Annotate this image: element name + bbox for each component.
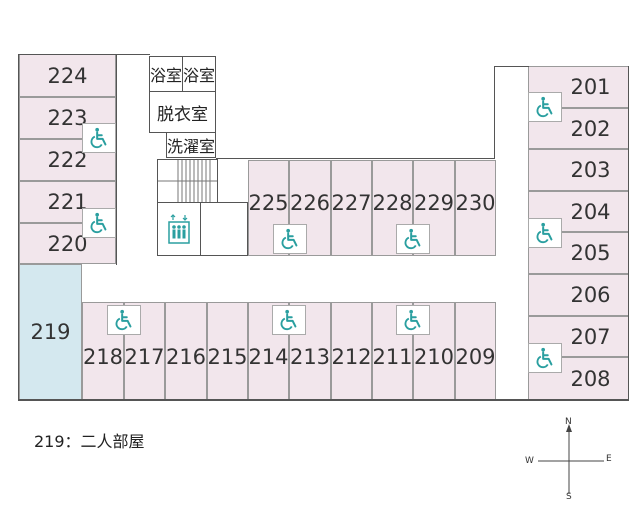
- wheelchair-icon: [90, 212, 107, 234]
- room-218[interactable]: 218: [82, 302, 124, 400]
- wall-bottom: [19, 399, 629, 401]
- wall-notch-left: [494, 66, 495, 159]
- compass-north: N: [565, 417, 572, 427]
- wall-upper-corridor: [216, 158, 494, 159]
- accessible-marker-218: [107, 305, 141, 335]
- stairs: [157, 159, 218, 203]
- room-212[interactable]: 212: [331, 302, 372, 400]
- wheelchair-icon: [115, 309, 132, 331]
- room-209[interactable]: 209: [455, 302, 496, 400]
- elevator-shaft: [200, 202, 248, 256]
- room-215[interactable]: 215: [207, 302, 248, 400]
- wheelchair-icon: [536, 222, 553, 244]
- wheelchair-icon: [536, 96, 553, 118]
- elevator-icon: [168, 214, 190, 244]
- compass: N S E W: [512, 414, 624, 506]
- wall-outer-left: [18, 54, 19, 401]
- bath-room-2: 浴室: [182, 56, 216, 92]
- room-224[interactable]: 224: [19, 54, 116, 97]
- wall-outer-right: [628, 66, 629, 400]
- accessible-marker-221: [82, 208, 116, 238]
- room-213[interactable]: 213: [289, 302, 331, 400]
- wheelchair-icon: [90, 127, 107, 149]
- room-229[interactable]: 229: [413, 160, 455, 256]
- stairs-icon: [158, 160, 217, 202]
- room-230[interactable]: 230: [455, 160, 496, 256]
- wheelchair-icon: [280, 309, 297, 331]
- room-227[interactable]: 227: [331, 160, 372, 256]
- room-219[interactable]: 219: [19, 264, 82, 400]
- wheelchair-icon: [404, 228, 421, 250]
- wheelchair-icon: [536, 347, 553, 369]
- elevator-hall: [157, 202, 201, 256]
- accessible-marker-201: [528, 92, 562, 122]
- room-203[interactable]: 203: [528, 149, 629, 191]
- compass-icon: [538, 424, 604, 494]
- wheelchair-icon: [404, 309, 421, 331]
- legend-note: 219：二人部屋: [34, 432, 145, 451]
- wall-top-left: [19, 54, 150, 55]
- compass-west: W: [525, 456, 534, 466]
- compass-east: E: [606, 454, 612, 464]
- accessible-marker-208: [528, 343, 562, 373]
- room-216[interactable]: 216: [165, 302, 207, 400]
- accessible-marker-211: [396, 305, 430, 335]
- wall-left-corridor: [116, 54, 117, 265]
- compass-south: S: [566, 492, 572, 502]
- accessible-marker-225: [273, 224, 307, 254]
- room-206[interactable]: 206: [528, 274, 629, 316]
- bath-room-1: 浴室: [149, 56, 183, 92]
- accessible-marker-214: [272, 305, 306, 335]
- wall-notch-top: [494, 66, 529, 67]
- accessible-marker-205: [528, 218, 562, 248]
- accessible-marker-228: [396, 224, 430, 254]
- wheelchair-icon: [281, 228, 298, 250]
- laundry-room: 洗濯室: [166, 132, 216, 158]
- dressing-room: 脱衣室: [149, 91, 216, 133]
- accessible-marker-223: [82, 123, 116, 153]
